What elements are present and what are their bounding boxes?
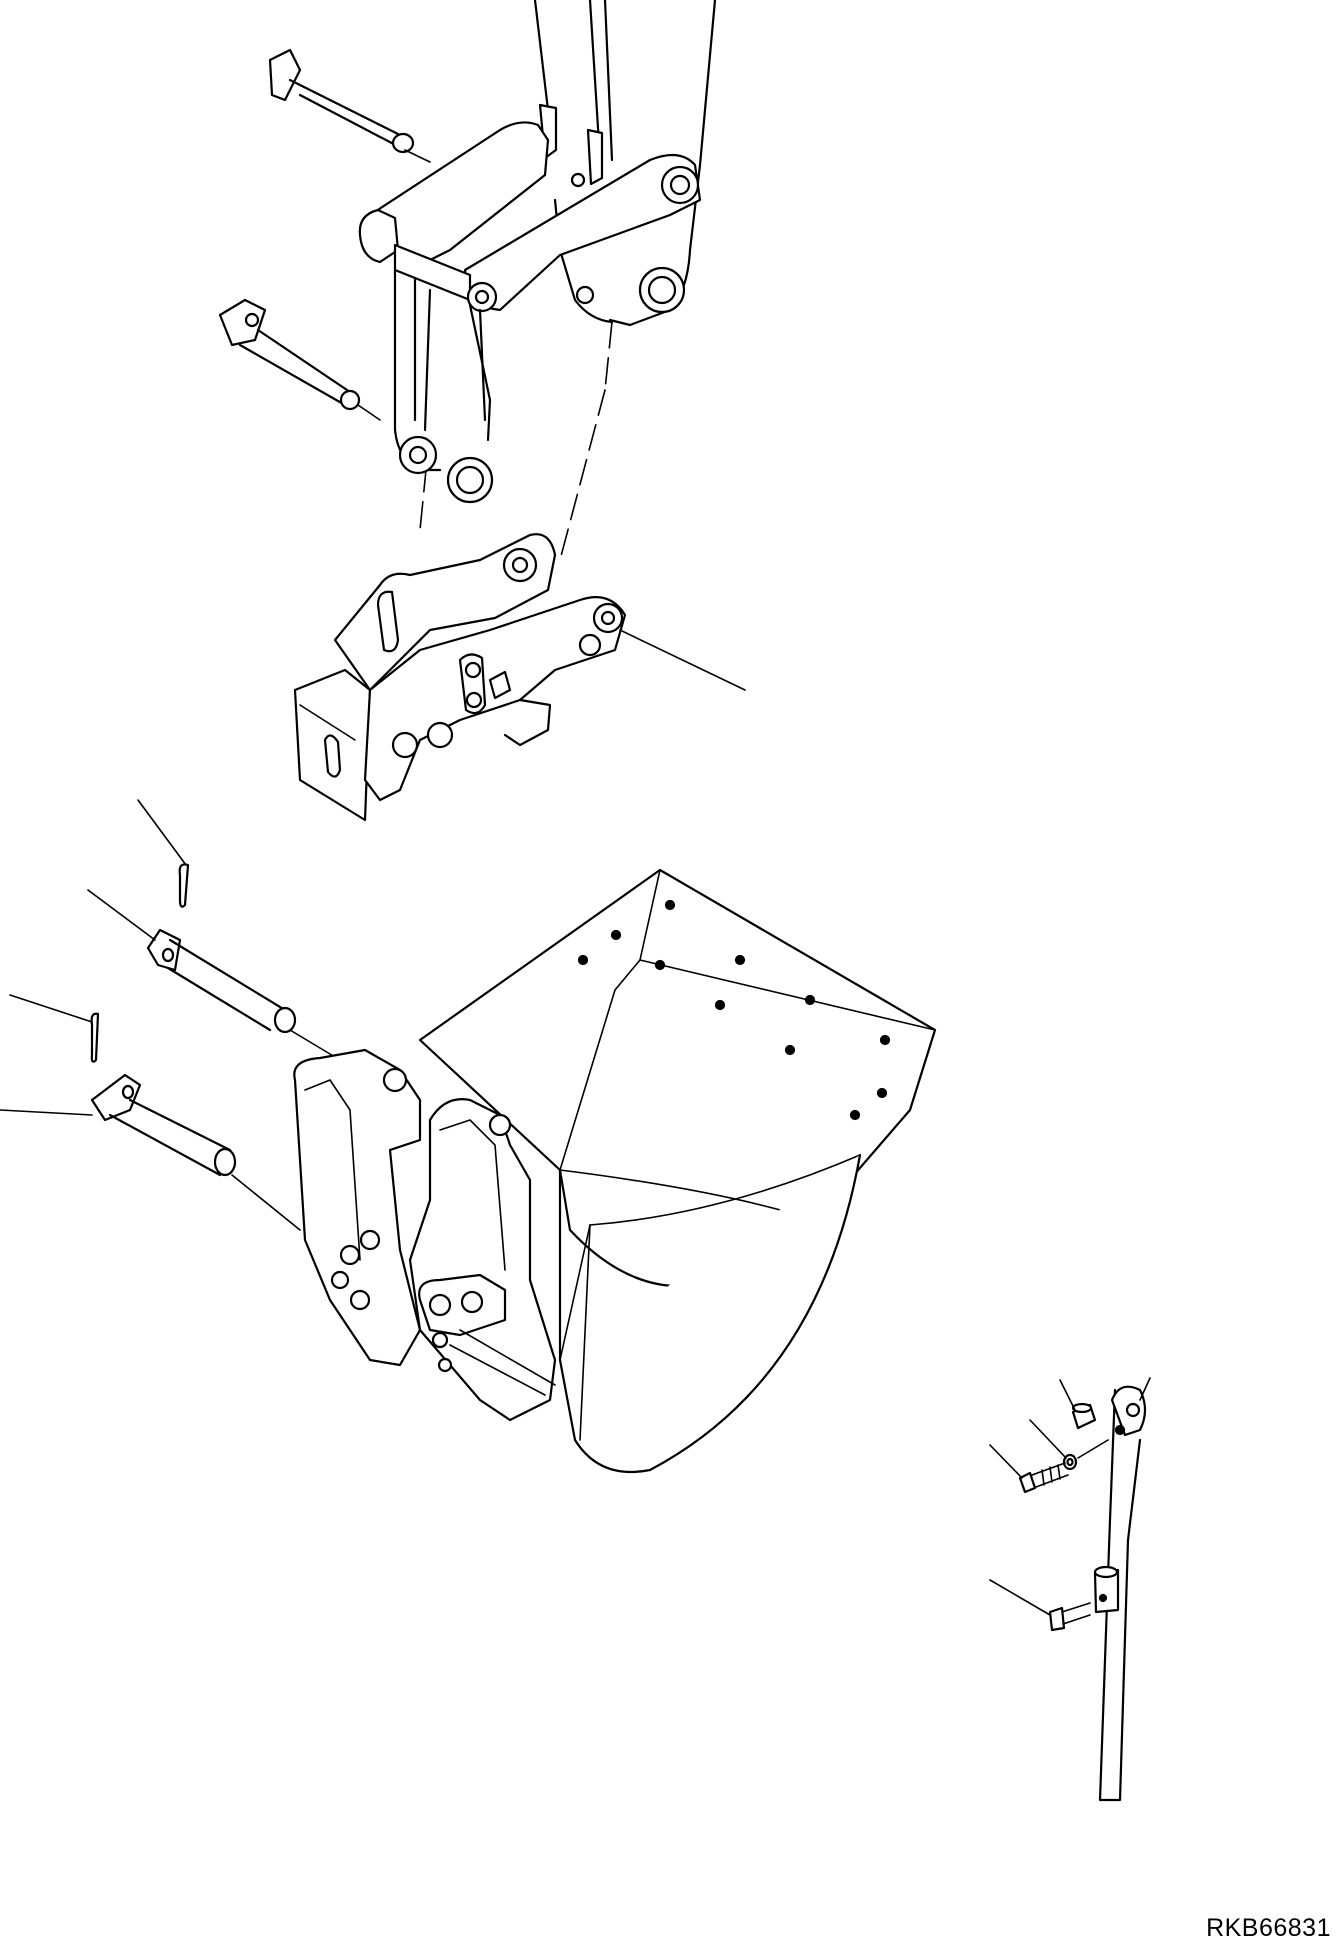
bucket-pin-1	[87, 889, 341, 1061]
quick-coupler	[293, 533, 746, 822]
bucket-pin-2	[0, 1073, 301, 1231]
upper-pin-2	[218, 298, 381, 421]
upper-pin-1	[268, 48, 431, 163]
drawing-reference-code: RKB66831	[1206, 1914, 1331, 1942]
bucket	[293, 868, 937, 1474]
safety-rod-assembly	[989, 1377, 1151, 1802]
cotter-pin-2	[9, 994, 100, 1063]
bucket-links	[358, 121, 702, 504]
cotter-pin-1	[137, 799, 190, 908]
